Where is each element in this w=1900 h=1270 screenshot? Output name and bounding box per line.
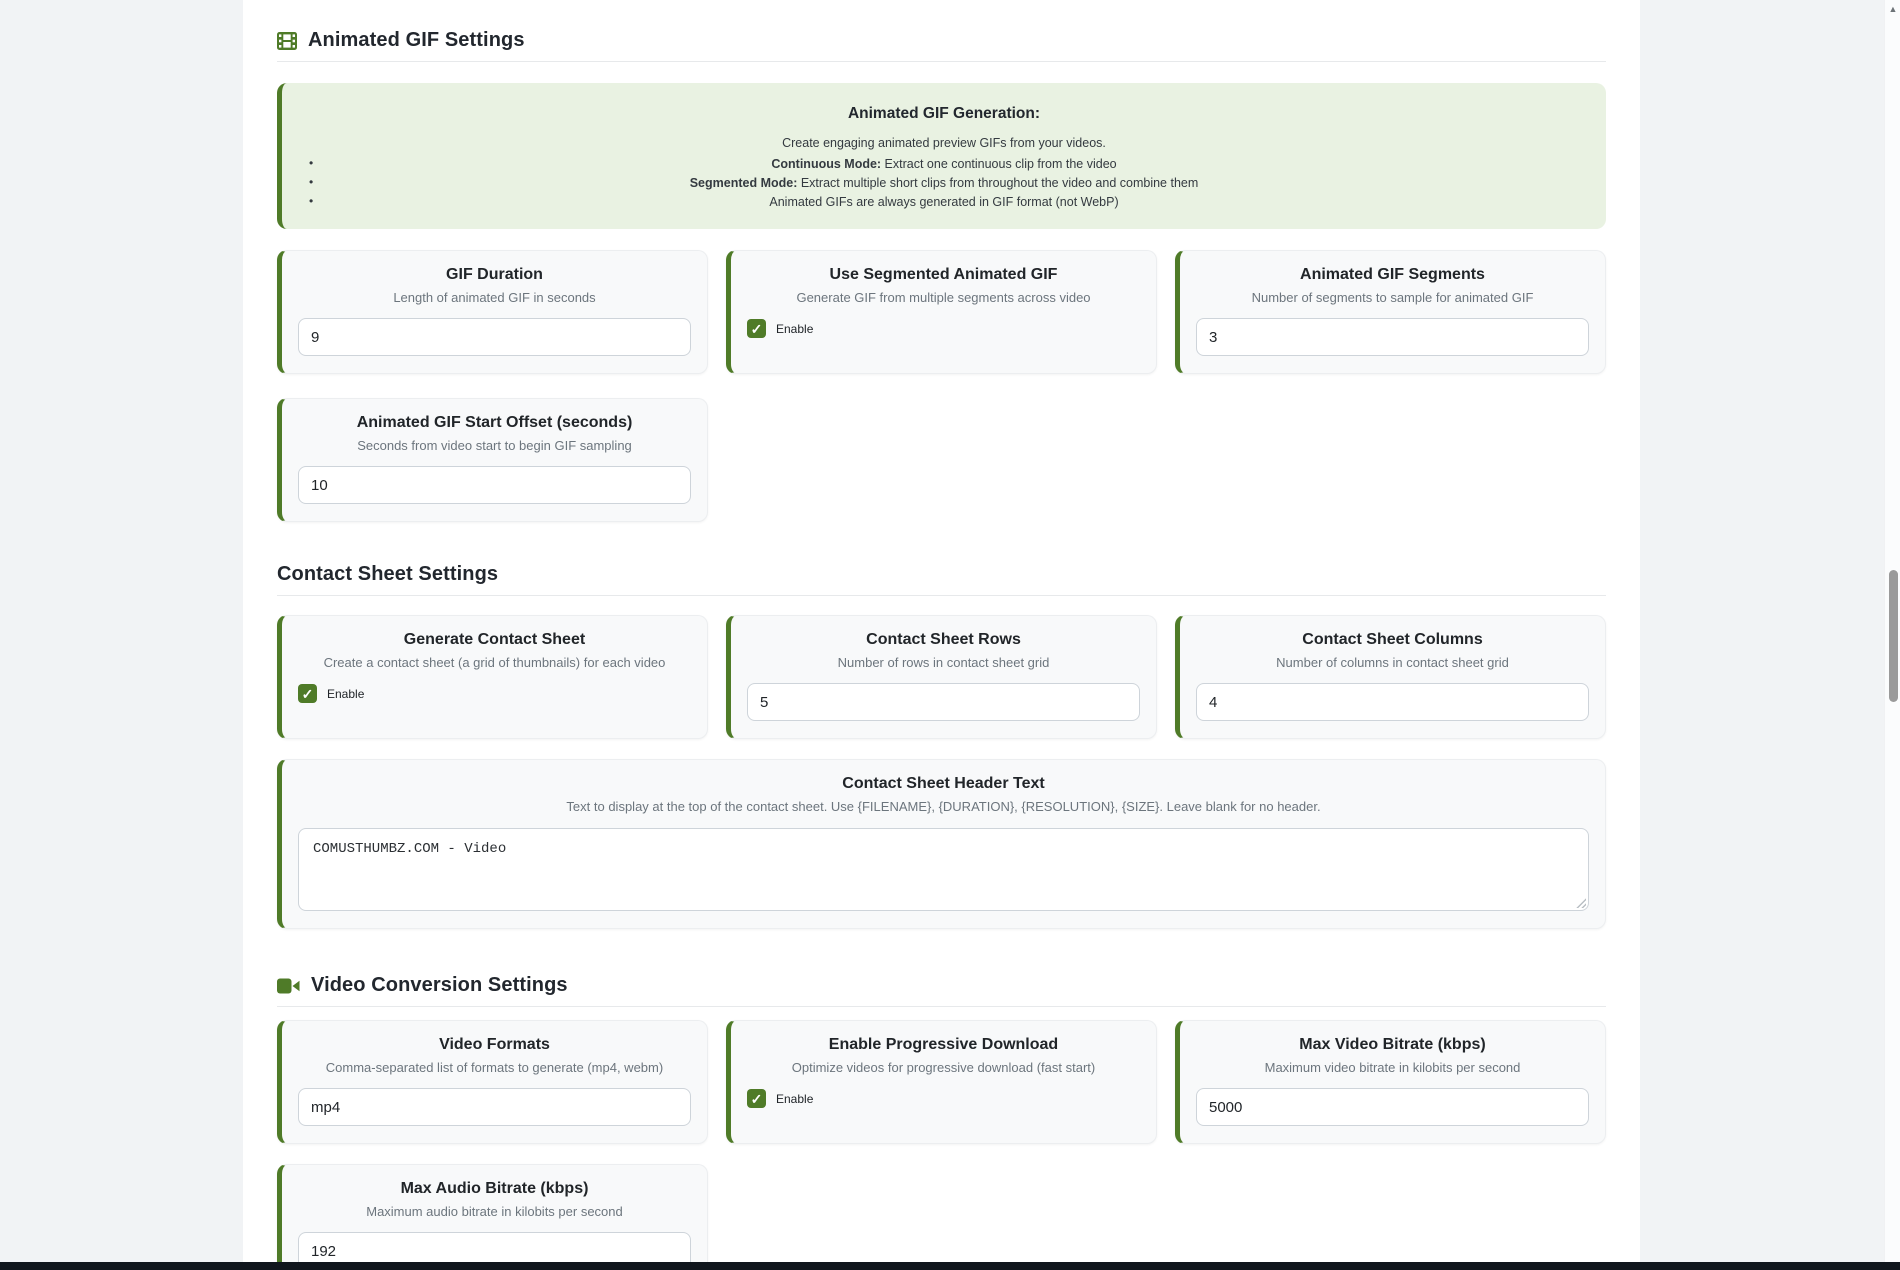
gif-segments-input[interactable] (1196, 318, 1589, 356)
card-gif-start-offset: Animated GIF Start Offset (seconds) Seco… (277, 398, 708, 522)
contact-sheet-rows-input[interactable] (747, 683, 1140, 721)
section-title: Animated GIF Settings (308, 29, 525, 51)
card-description: Number of columns in contact sheet grid (1276, 655, 1509, 670)
section-divider (277, 61, 1606, 62)
check-mark-icon: ✓ (750, 1090, 763, 1107)
card-title: Max Audio Bitrate (kbps) (400, 1180, 589, 1197)
contact-sheet-header-textarea[interactable]: COMUSTHUMBZ.COM - Video (298, 828, 1589, 911)
card-description: Generate GIF from multiple segments acro… (796, 290, 1091, 305)
scroll-up-arrow-icon[interactable]: ▲ (1888, 4, 1898, 14)
card-description: Comma-separated list of formats to gener… (325, 1060, 664, 1075)
gif-settings-row-1: GIF Duration Length of animated GIF in s… (277, 250, 1606, 374)
info-bullet-continuous-mode: Continuous Mode: Extract one continuous … (309, 154, 1576, 173)
gif-start-offset-input[interactable] (298, 466, 691, 504)
card-gif-segments: Animated GIF Segments Number of segments… (1175, 250, 1606, 374)
info-box-intro: Create engaging animated preview GIFs fr… (782, 136, 1106, 150)
checkbox-label: Enable (776, 321, 814, 336)
bullet-bold-text: Segmented Mode: (689, 175, 798, 190)
scrollbar-thumb[interactable] (1888, 570, 1898, 702)
section-header-contact-sheet: Contact Sheet Settings (277, 563, 1606, 586)
card-generate-contact-sheet: Generate Contact Sheet Create a contact … (277, 615, 708, 739)
card-description: Maximum audio bitrate in kilobits per se… (366, 1204, 623, 1219)
checkbox-checked-icon[interactable]: ✓ (747, 1089, 766, 1108)
generate-contact-sheet-enable-checkbox[interactable]: ✓ Enable (298, 684, 691, 703)
card-title: Contact Sheet Rows (866, 631, 1021, 648)
check-mark-icon: ✓ (301, 685, 314, 702)
progressive-download-enable-checkbox[interactable]: ✓ Enable (747, 1089, 1140, 1108)
video-camera-icon (277, 978, 300, 994)
contact-sheet-row-1: Generate Contact Sheet Create a contact … (277, 615, 1606, 739)
card-description: Text to display at the top of the contac… (566, 799, 1321, 814)
section-header-animated-gif: Animated GIF Settings (277, 29, 1606, 52)
settings-page: Animated GIF Settings Animated GIF Gener… (243, 0, 1640, 1270)
card-description: Number of segments to sample for animate… (1251, 290, 1534, 305)
contact-sheet-columns-input[interactable] (1196, 683, 1589, 721)
card-title: Video Formats (439, 1036, 550, 1053)
card-description: Seconds from video start to begin GIF sa… (357, 438, 632, 453)
section-header-video-conversion: Video Conversion Settings (277, 974, 1606, 997)
card-title: Enable Progressive Download (828, 1036, 1059, 1053)
bullet-text: Extract one continuous clip from the vid… (881, 156, 1117, 171)
bottom-bar (0, 1262, 1900, 1270)
checkbox-label: Enable (776, 1091, 814, 1106)
section-divider (277, 595, 1606, 596)
card-description: Optimize videos for progressive download… (791, 1060, 1096, 1075)
film-icon (277, 31, 297, 50)
card-title: Contact Sheet Columns (1302, 631, 1483, 648)
gif-settings-row-2: Animated GIF Start Offset (seconds) Seco… (277, 398, 1606, 522)
use-segmented-enable-checkbox[interactable]: ✓ Enable (747, 319, 1140, 338)
vertical-scrollbar[interactable]: ▲ (1884, 0, 1900, 1262)
info-box-title: Animated GIF Generation: (847, 105, 1041, 122)
checkbox-label: Enable (327, 686, 365, 701)
card-video-formats: Video Formats Comma-separated list of fo… (277, 1020, 708, 1144)
card-contact-sheet-columns: Contact Sheet Columns Number of columns … (1175, 615, 1606, 739)
card-description: Length of animated GIF in seconds (393, 290, 596, 305)
card-contact-sheet-header-text: Contact Sheet Header Text Text to displa… (277, 759, 1606, 929)
info-bullet-segmented-mode: Segmented Mode: Extract multiple short c… (309, 173, 1576, 192)
card-title: Generate Contact Sheet (403, 631, 586, 648)
card-progressive-download: Enable Progressive Download Optimize vid… (726, 1020, 1157, 1144)
video-formats-input[interactable] (298, 1088, 691, 1126)
gif-duration-input[interactable] (298, 318, 691, 356)
checkbox-checked-icon[interactable]: ✓ (747, 319, 766, 338)
card-max-audio-bitrate: Max Audio Bitrate (kbps) Maximum audio b… (277, 1164, 708, 1270)
section-divider (277, 1006, 1606, 1007)
card-title: GIF Duration (446, 266, 543, 283)
gif-generation-info-box: Animated GIF Generation: Create engaging… (277, 83, 1606, 229)
card-description: Number of rows in contact sheet grid (837, 655, 1050, 670)
card-use-segmented-gif: Use Segmented Animated GIF Generate GIF … (726, 250, 1157, 374)
section-title: Contact Sheet Settings (277, 563, 499, 585)
video-conversion-row-1: Video Formats Comma-separated list of fo… (277, 1020, 1606, 1144)
checkbox-checked-icon[interactable]: ✓ (298, 684, 317, 703)
bullet-text: Extract multiple short clips from throug… (797, 175, 1199, 190)
card-contact-sheet-rows: Contact Sheet Rows Number of rows in con… (726, 615, 1157, 739)
bullet-text: Animated GIFs are always generated in GI… (769, 194, 1119, 209)
card-title: Contact Sheet Header Text (842, 775, 1045, 792)
contact-sheet-row-2: Contact Sheet Header Text Text to displa… (277, 759, 1606, 929)
section-title: Video Conversion Settings (311, 974, 568, 996)
card-title: Use Segmented Animated GIF (829, 266, 1058, 283)
info-bullet-gif-format: Animated GIFs are always generated in GI… (309, 192, 1576, 211)
card-gif-duration: GIF Duration Length of animated GIF in s… (277, 250, 708, 374)
card-title: Max Video Bitrate (kbps) (1299, 1036, 1486, 1053)
card-title: Animated GIF Segments (1300, 266, 1485, 283)
card-description: Create a contact sheet (a grid of thumbn… (323, 655, 666, 670)
card-title: Animated GIF Start Offset (seconds) (356, 414, 633, 431)
video-conversion-row-2: Max Audio Bitrate (kbps) Maximum audio b… (277, 1164, 1606, 1270)
bullet-bold-text: Continuous Mode: (771, 156, 882, 171)
card-max-video-bitrate: Max Video Bitrate (kbps) Maximum video b… (1175, 1020, 1606, 1144)
contact-sheet-header-textarea-wrap: COMUSTHUMBZ.COM - Video (298, 828, 1589, 911)
check-mark-icon: ✓ (750, 320, 763, 337)
card-description: Maximum video bitrate in kilobits per se… (1264, 1060, 1521, 1075)
info-bullet-list: Continuous Mode: Extract one continuous … (309, 154, 1576, 211)
max-video-bitrate-input[interactable] (1196, 1088, 1589, 1126)
